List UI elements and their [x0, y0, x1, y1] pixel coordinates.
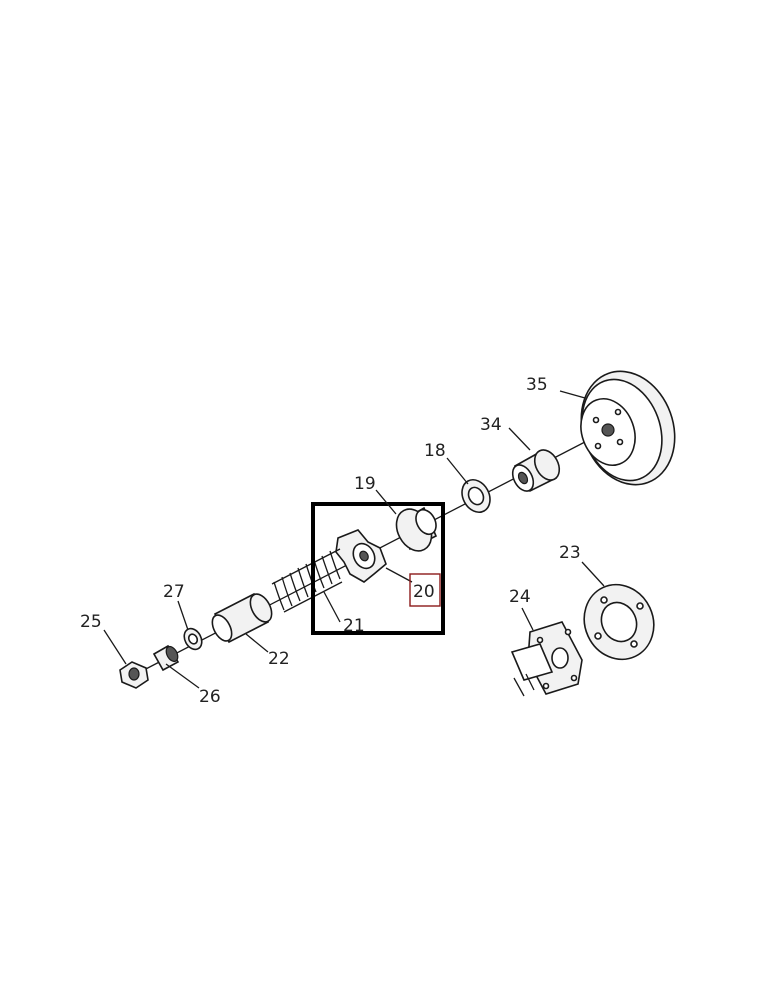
part-18-washer[interactable]: [457, 475, 496, 517]
callout-22: 22: [268, 649, 290, 669]
part-20-cam[interactable]: [335, 529, 387, 583]
selection-frame: [311, 502, 445, 635]
callout-25: 25: [80, 612, 102, 632]
part-24-bracket[interactable]: [510, 621, 583, 697]
callout-23: 23: [559, 543, 581, 563]
part-27-washer[interactable]: [181, 626, 205, 653]
part-23-flange[interactable]: [572, 573, 666, 671]
callout-19: 19: [354, 474, 376, 494]
callout-24: 24: [509, 587, 531, 607]
callout-18: 18: [424, 441, 446, 461]
callout-27: 27: [163, 582, 185, 602]
part-25-nut[interactable]: [119, 661, 149, 689]
callout-26: 26: [199, 687, 221, 707]
callout-20: 20: [413, 582, 435, 602]
part-22-sleeve[interactable]: [208, 591, 276, 645]
callout-35: 35: [526, 375, 548, 395]
part-34-bushing[interactable]: [508, 446, 564, 495]
part-21-spring[interactable]: [271, 548, 343, 613]
leader-lines: [103, 390, 605, 689]
callout-21: 21: [343, 616, 365, 636]
part-26-fitting[interactable]: [152, 644, 180, 672]
part-19-cup[interactable]: [390, 503, 441, 557]
part-35-pulley[interactable]: [566, 358, 690, 498]
callout-34: 34: [480, 415, 502, 435]
callout-20-highlight: [409, 573, 441, 607]
